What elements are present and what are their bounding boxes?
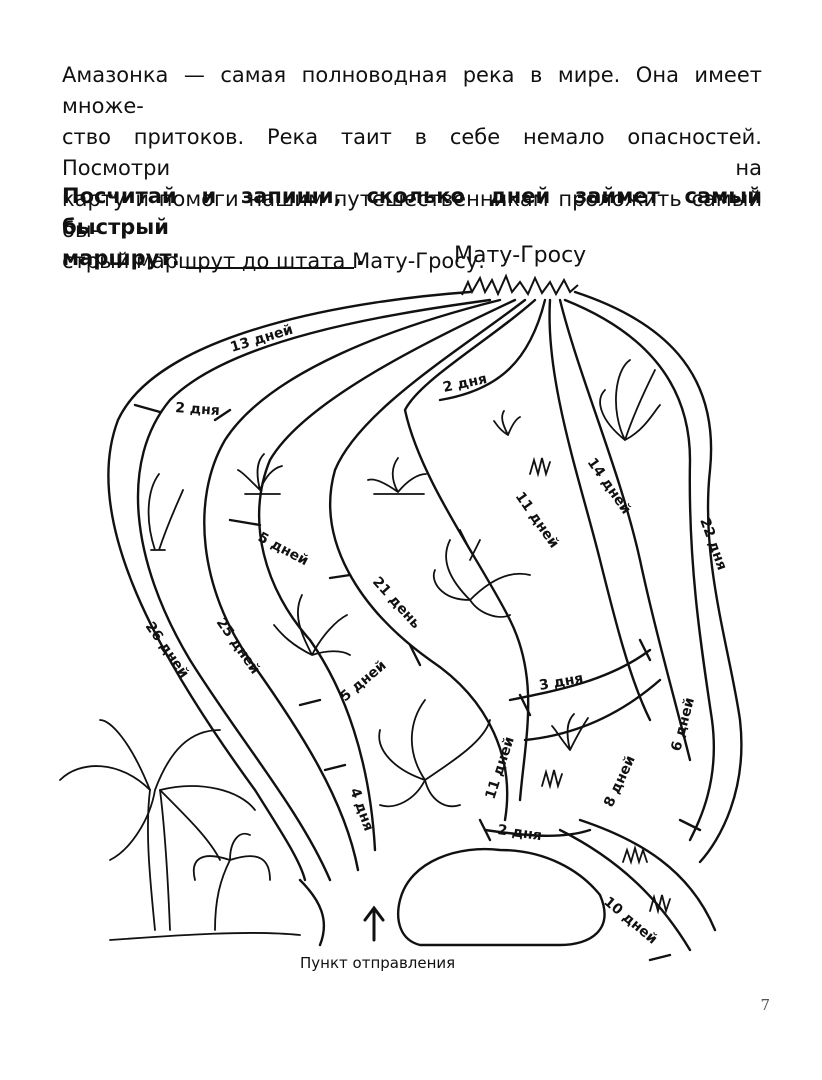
route-label: 2 дня: [496, 822, 542, 844]
river-channel: [403, 298, 537, 802]
plant-icon: [541, 768, 563, 790]
plant-icon: [237, 453, 283, 495]
grass-icon: [461, 273, 579, 297]
river-channel: [136, 298, 492, 882]
river-channel: [578, 818, 717, 932]
plant-icon: [367, 457, 427, 495]
island: [397, 847, 606, 947]
river-bank: [573, 290, 743, 864]
plant-icon: [432, 529, 531, 618]
river-channel: [438, 298, 547, 402]
river-channel: [508, 648, 652, 702]
route-label: 2 дня: [442, 371, 489, 396]
island: [298, 878, 326, 947]
route-label: 8 дней: [601, 753, 639, 810]
palm-tree-icon: [59, 719, 301, 941]
river-channel: [523, 678, 662, 742]
task-line: Посчитай и запиши, сколько дней займет с…: [62, 184, 762, 239]
task-text: Посчитай и запиши, сколько дней займет с…: [62, 181, 762, 274]
route-label: 11 дней: [512, 489, 562, 551]
plant-icon: [599, 359, 661, 441]
river-channel: [329, 298, 527, 822]
plant-icon: [529, 456, 551, 478]
river-channel: [258, 298, 517, 852]
route-label: 6 дней: [668, 696, 698, 753]
intro-line: ство притоков. Река таит в себе немало о…: [62, 125, 762, 180]
river-channel: [558, 828, 692, 952]
intro-line: стрый маршрут до штата Мату-Гросу.: [62, 249, 485, 273]
plant-icon: [649, 893, 671, 915]
river-channel: [563, 298, 716, 842]
river-channel: [483, 828, 592, 837]
task-end: .: [355, 246, 364, 270]
start-label: Пункт отправления: [300, 954, 455, 972]
route-label: 11 дней: [483, 735, 518, 801]
segment-divider: [133, 403, 702, 962]
destination-label: Мату-Гросу: [454, 243, 586, 268]
start-arrow-icon: [363, 905, 385, 942]
plant-icon: [622, 844, 648, 866]
river-channel: [548, 298, 652, 722]
answer-blank[interactable]: [185, 247, 354, 269]
plant-icon: [378, 699, 491, 808]
intro-text: Амазонка — самая полноводная река в мире…: [62, 60, 762, 277]
plant-icon: [551, 713, 589, 751]
plant-icon: [147, 473, 184, 551]
intro-line: карту и помоги нашим путешественникам пр…: [62, 187, 762, 242]
river-bank: [107, 290, 472, 882]
task-line: маршрут:: [62, 246, 180, 270]
route-label: 5 дней: [337, 658, 389, 706]
route-label: 3 дня: [538, 670, 585, 694]
route-label: 10 дней: [600, 894, 660, 948]
plant-icon: [493, 410, 521, 436]
plant-icon: [273, 594, 351, 656]
river-channel: [558, 298, 692, 762]
route-label: 21 день: [369, 574, 424, 632]
route-label: 14 дней: [584, 455, 634, 517]
route-label: 2 дня: [175, 400, 221, 419]
route-label: 22 дня: [696, 516, 730, 573]
route-label: 25 дней: [213, 615, 263, 677]
page-number: 7: [760, 996, 770, 1014]
river-channel: [203, 298, 502, 872]
intro-line: Амазонка — самая полноводная река в мире…: [62, 63, 762, 118]
